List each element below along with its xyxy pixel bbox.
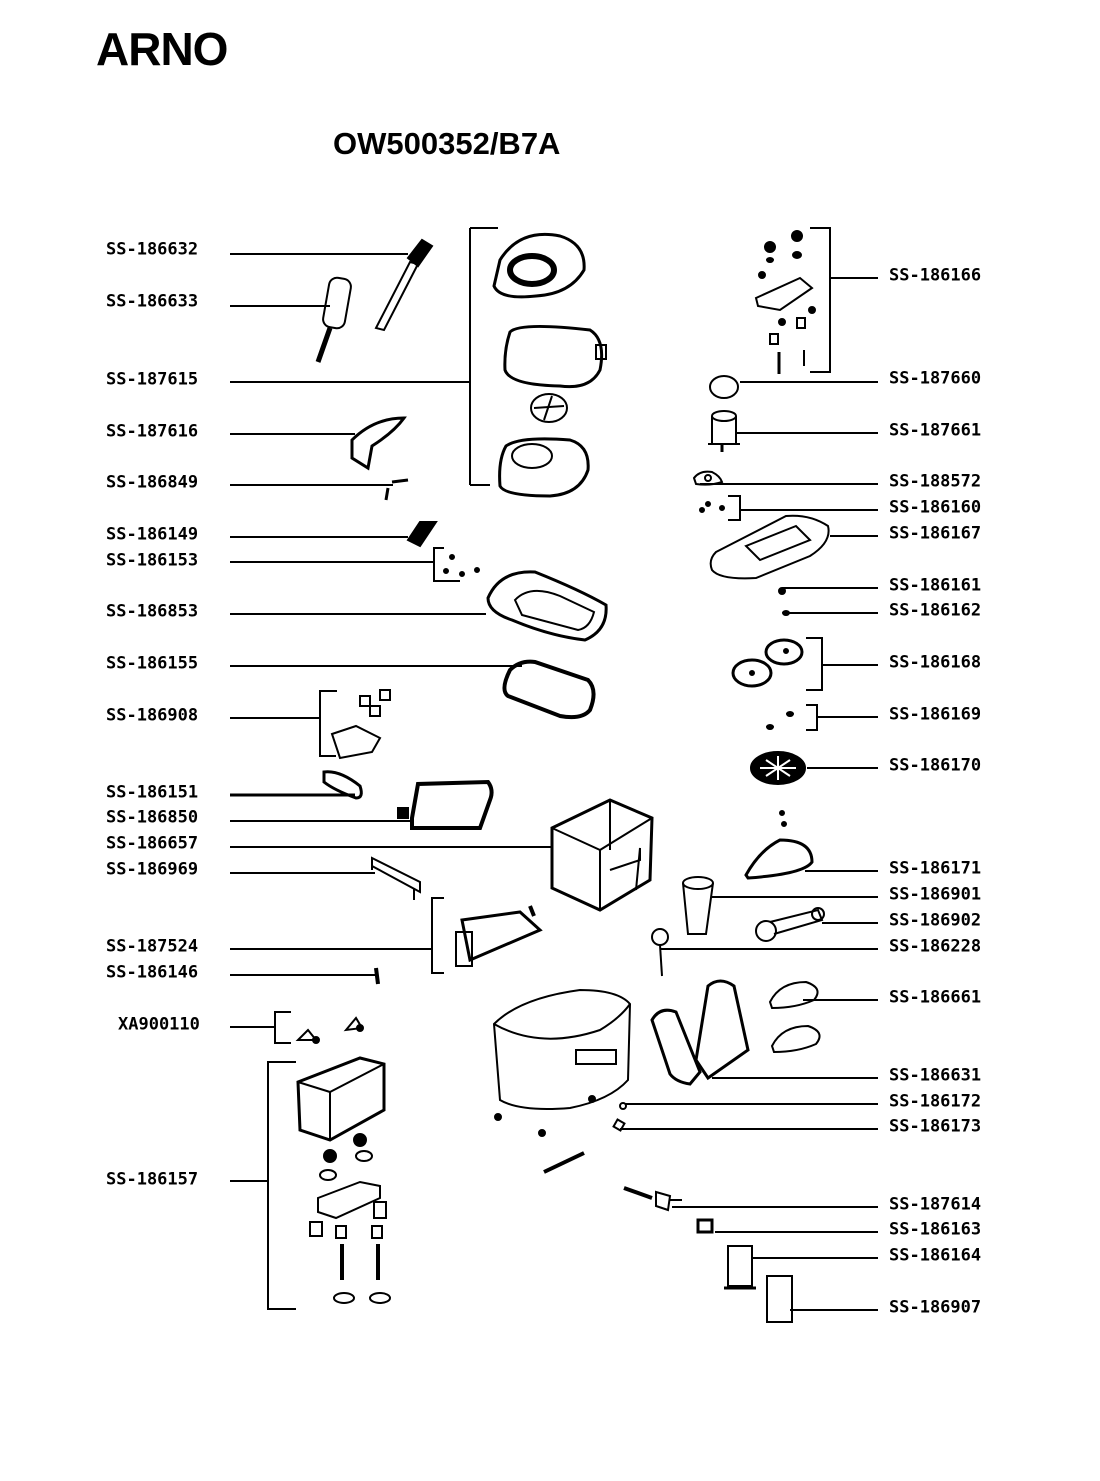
part-label: SS-187524: [106, 936, 199, 957]
nut-icon: [778, 587, 786, 595]
part-label: SS-186168: [889, 652, 982, 673]
part-label: SS-186172: [889, 1091, 982, 1112]
part-label: SS-187614: [889, 1194, 982, 1215]
fasteners-icon: [766, 711, 794, 730]
part-label: SS-186149: [106, 524, 199, 545]
heating-element-icon: [397, 779, 494, 830]
vent-cover-icon: [530, 393, 568, 423]
spring-icon: [384, 478, 409, 501]
part-label: SS-188572: [889, 471, 982, 492]
part-label: SS-186631: [889, 1065, 982, 1086]
part-label: SS-186166: [889, 265, 982, 286]
nut-icon: [612, 1118, 626, 1132]
outer-housing-icon: [492, 988, 632, 1137]
feet-icon: [768, 980, 821, 1054]
cord-clamp-icon: [696, 1218, 714, 1234]
screw-icon: [374, 967, 380, 985]
inner-casing-icon: [550, 798, 654, 912]
part-label: SS-186633: [106, 291, 199, 312]
top-frame-icon: [486, 570, 608, 642]
part-label: SS-186657: [106, 833, 199, 854]
bracket-icon: [371, 856, 421, 900]
part-label: SS-186167: [889, 523, 982, 544]
pulleys-icon: [731, 638, 804, 688]
part-label: SS-187616: [106, 421, 199, 442]
fuse-holder-icon: [724, 1245, 756, 1290]
part-label: SS-186151: [106, 782, 199, 803]
part-label: SS-186157: [106, 1169, 199, 1190]
bread-pan-icon: [296, 1056, 391, 1304]
gasket-ring-icon: [709, 375, 739, 399]
part-label: SS-186908: [106, 705, 199, 726]
part-label: SS-186169: [889, 704, 982, 725]
spatula-icon: [315, 276, 352, 363]
part-label: SS-186850: [106, 807, 199, 828]
part-label: SS-186162: [889, 600, 982, 621]
leader-lines-left: [230, 227, 552, 1310]
part-label: SS-186164: [889, 1245, 982, 1266]
screws-icon: [699, 501, 725, 513]
lid-base-icon: [498, 437, 590, 498]
part-label: SS-186153: [106, 550, 199, 571]
motor-mount-icon: [692, 470, 724, 486]
handle-icon: [350, 416, 407, 471]
lid-icon: [492, 232, 586, 299]
washer-icon: [782, 610, 790, 616]
brand-logo: ARNO: [96, 23, 228, 75]
drive-coupling-kit-icon: [754, 230, 816, 374]
part-label: SS-186632: [106, 239, 199, 260]
part-label: SS-186969: [106, 859, 199, 880]
fan-icon: [750, 751, 806, 785]
lid-frame-icon: [503, 324, 607, 389]
thermostat-kit-icon: [455, 905, 543, 967]
screw-icon: [619, 1102, 627, 1110]
kneading-paddles-icon: [295, 1016, 364, 1044]
part-label: SS-187660: [889, 368, 982, 389]
part-label: SS-187661: [889, 420, 982, 441]
part-label: SS-187615: [106, 369, 199, 390]
part-label: SS-186170: [889, 755, 982, 776]
circuit-board-icon: [766, 1275, 793, 1323]
part-label: SS-186160: [889, 497, 982, 518]
measuring-spoon-icon: [755, 907, 825, 942]
drive-belt-icon: [744, 810, 814, 880]
part-label: XA900110: [118, 1014, 200, 1035]
screws-icon: [443, 554, 480, 577]
clip-icon: [406, 521, 438, 548]
part-label: SS-186901: [889, 884, 982, 905]
part-label: SS-186853: [106, 601, 199, 622]
part-label: SS-186146: [106, 962, 199, 983]
measuring-cup-icon: [682, 876, 714, 935]
model-number: OW500352/B7A: [333, 126, 561, 161]
part-label: SS-186902: [889, 910, 982, 931]
seal-icon: [502, 659, 596, 720]
part-label: SS-186907: [889, 1297, 982, 1318]
power-cord-icon: [623, 1186, 682, 1212]
part-label: SS-186163: [889, 1219, 982, 1240]
handles-icon: [650, 979, 750, 1086]
brush-icon: [374, 238, 434, 332]
window-icon: [322, 770, 363, 800]
part-label: SS-186171: [889, 858, 982, 879]
part-label: SS-186228: [889, 936, 982, 957]
motor-icon: [708, 410, 740, 452]
part-label: SS-186161: [889, 575, 982, 596]
rod-icon: [543, 1151, 585, 1174]
leader-lines-right: [620, 227, 878, 1311]
part-label: SS-186849: [106, 472, 199, 493]
base-plate-icon: [709, 514, 830, 580]
hook-tool-icon: [651, 928, 669, 977]
control-panel-kit-icon: [330, 689, 391, 760]
part-label: SS-186155: [106, 653, 199, 674]
part-label: SS-186173: [889, 1116, 982, 1137]
part-label: SS-186661: [889, 987, 982, 1008]
